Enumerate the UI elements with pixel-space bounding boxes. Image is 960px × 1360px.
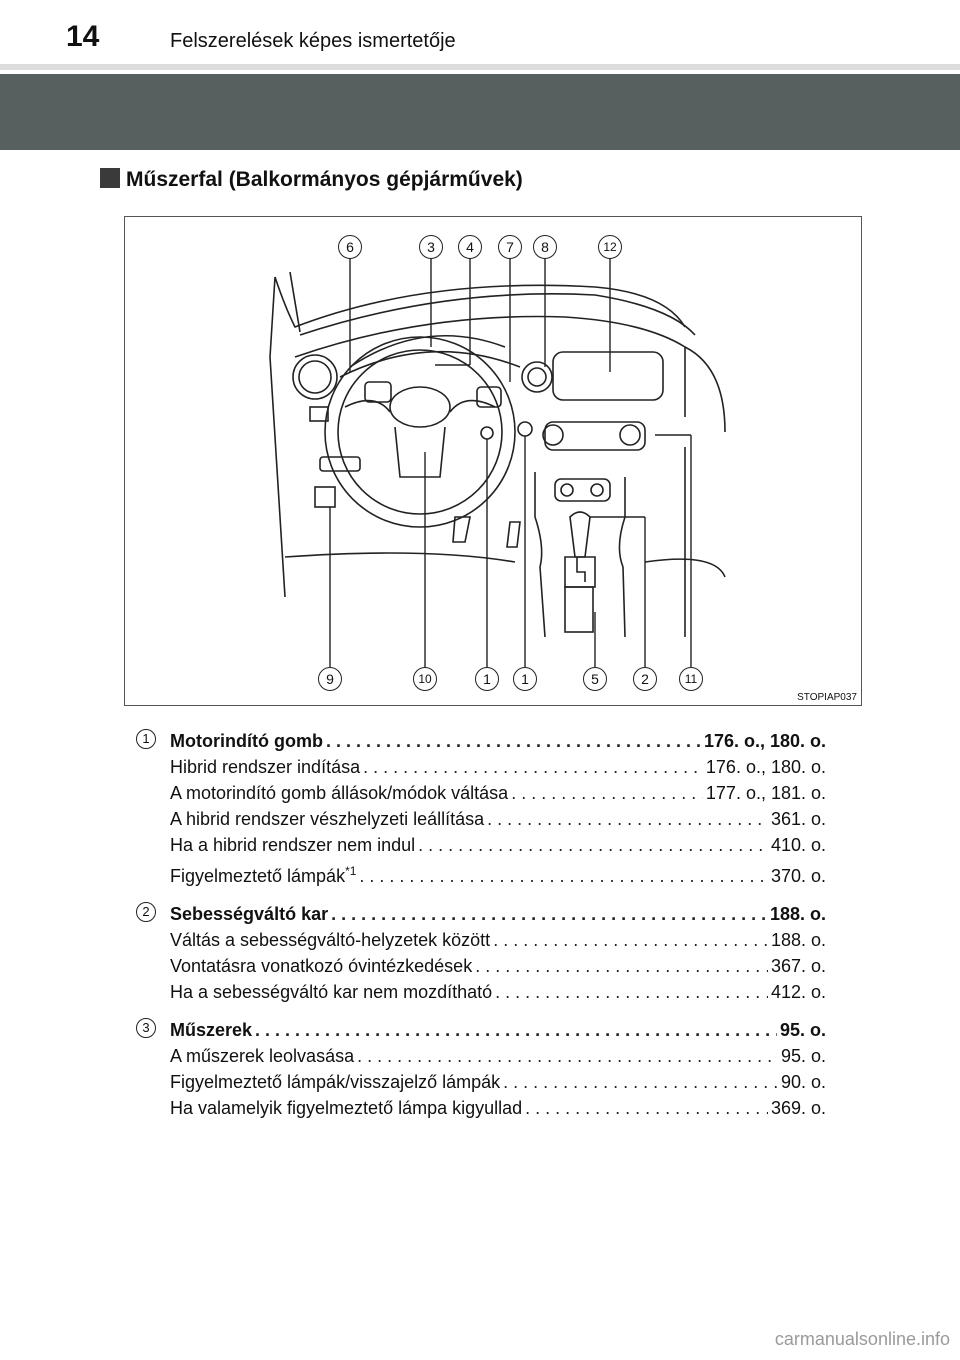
callout-9: 9 bbox=[318, 667, 342, 691]
callout-2: 2 bbox=[633, 667, 657, 691]
chapter-banner bbox=[0, 74, 960, 150]
entry-item: Figyelmeztető lámpák*1370. o. bbox=[170, 858, 826, 889]
callout-11: 11 bbox=[679, 667, 703, 691]
leader-dots bbox=[331, 901, 767, 927]
header-divider bbox=[0, 64, 960, 70]
callout-10: 10 bbox=[413, 667, 437, 691]
leader-dots bbox=[255, 1017, 777, 1043]
entry-item: A motorindító gomb állások/módok váltása… bbox=[170, 780, 826, 806]
entry-pages: 176. o., 180. o. bbox=[703, 731, 826, 751]
callout-3: 3 bbox=[419, 235, 443, 259]
entry-title-row: Motorindító gomb 176. o., 180. o. bbox=[170, 728, 826, 754]
dashboard-figure: 6 3 4 7 8 12 9 10 1 1 5 2 11 STOPIAP037 bbox=[124, 216, 862, 706]
entry-pages: 95. o. bbox=[779, 1020, 826, 1040]
entry-pages: 188. o. bbox=[769, 904, 826, 924]
entry-number: 1 bbox=[136, 729, 156, 749]
entry-title-row: Műszerek 95. o. bbox=[170, 1017, 826, 1043]
callout-bottom: 9 10 1 1 5 2 11 bbox=[125, 667, 863, 693]
entry-item: Vontatásra vonatkozó óvintézkedések367. … bbox=[170, 953, 826, 979]
footnote-mark: *1 bbox=[345, 864, 357, 878]
entry-item: Hibrid rendszer indítása176. o., 180. o. bbox=[170, 754, 826, 780]
entry-item: A hibrid rendszer vészhelyzeti leállítás… bbox=[170, 806, 826, 832]
callout-1b: 1 bbox=[513, 667, 537, 691]
callout-5: 5 bbox=[583, 667, 607, 691]
entry-1: 1 Motorindító gomb 176. o., 180. o. Hibr… bbox=[136, 728, 826, 889]
entry-item: Ha a sebességváltó kar nem mozdítható412… bbox=[170, 979, 826, 1005]
entry-title: Műszerek bbox=[170, 1020, 253, 1040]
figure-code: STOPIAP037 bbox=[797, 692, 857, 703]
entry-title: Motorindító gomb bbox=[170, 731, 323, 751]
leader-dots bbox=[326, 728, 701, 754]
entry-item: Váltás a sebességváltó-helyzetek között1… bbox=[170, 927, 826, 953]
dashboard-illustration bbox=[269, 257, 726, 667]
page-header: 14 Felszerelések képes ismertetője bbox=[0, 0, 960, 62]
entry-list: 1 Motorindító gomb 176. o., 180. o. Hibr… bbox=[136, 728, 826, 1133]
callout-1a: 1 bbox=[475, 667, 499, 691]
section-title: Műszerfal (Balkormányos gépjárművek) bbox=[100, 168, 523, 192]
entry-item: Ha valamelyik figyelmeztető lámpa kigyul… bbox=[170, 1095, 826, 1121]
section-title-text: Műszerfal (Balkormányos gépjárművek) bbox=[126, 168, 523, 191]
callout-12: 12 bbox=[598, 235, 622, 259]
header-title: Felszerelések képes ismertetője bbox=[170, 30, 456, 52]
page-number: 14 bbox=[66, 20, 100, 53]
entry-title-row: Sebességváltó kar 188. o. bbox=[170, 901, 826, 927]
entry-item: Ha a hibrid rendszer nem indul410. o. bbox=[170, 832, 826, 858]
callout-8: 8 bbox=[533, 235, 557, 259]
watermark: carmanualsonline.info bbox=[774, 1329, 950, 1349]
section-bullet-icon bbox=[100, 168, 120, 188]
callout-top: 6 3 4 7 8 12 bbox=[125, 235, 863, 261]
entry-number: 3 bbox=[136, 1018, 156, 1038]
entry-item: A műszerek leolvasása95. o. bbox=[170, 1043, 826, 1069]
entry-title: Sebességváltó kar bbox=[170, 904, 329, 924]
entry-item: Figyelmeztető lámpák/visszajelző lámpák9… bbox=[170, 1069, 826, 1095]
callout-7: 7 bbox=[498, 235, 522, 259]
callout-6: 6 bbox=[338, 235, 362, 259]
entry-2: 2 Sebességváltó kar 188. o. Váltás a seb… bbox=[136, 901, 826, 1005]
callout-4: 4 bbox=[458, 235, 482, 259]
entry-number: 2 bbox=[136, 902, 156, 922]
entry-3: 3 Műszerek 95. o. A műszerek leolvasása9… bbox=[136, 1017, 826, 1121]
